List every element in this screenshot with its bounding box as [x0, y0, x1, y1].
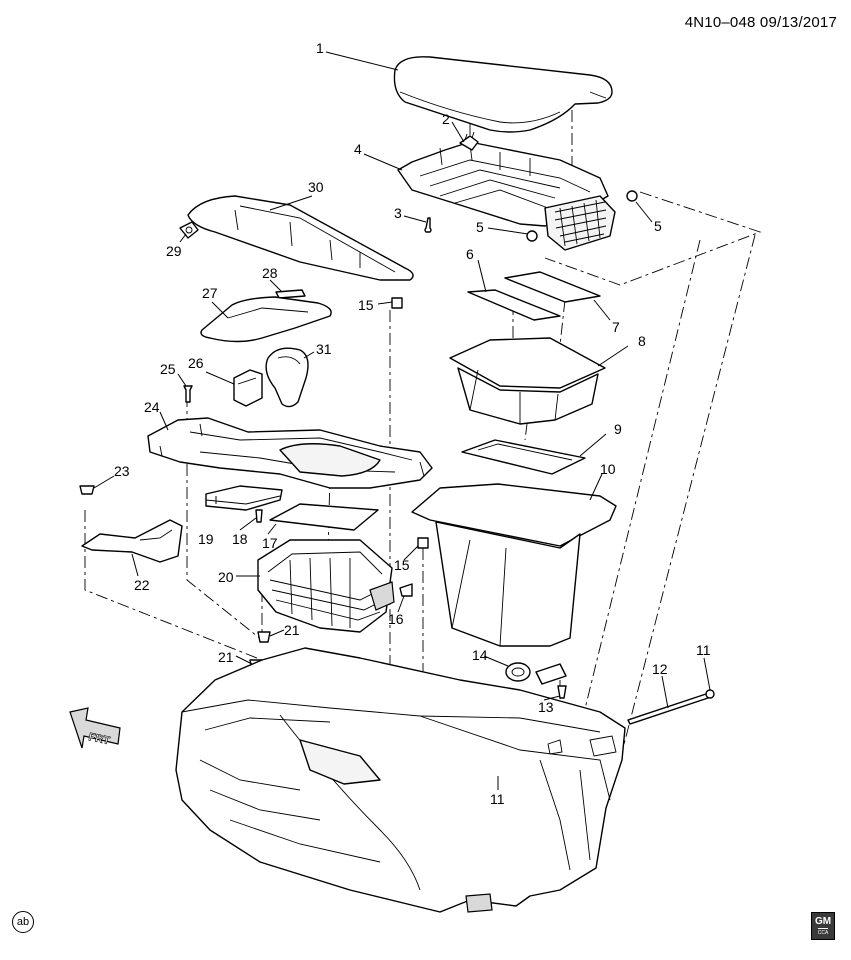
part-rod-12 [627, 693, 709, 725]
gm-logo: GM CCA [811, 912, 835, 940]
callout-28: 28 [262, 265, 278, 281]
callout-13: 13 [538, 699, 554, 715]
part-screw-16 [399, 583, 413, 597]
callout-7: 7 [612, 319, 620, 335]
callout-25: 25 [160, 361, 176, 377]
callout-29: 29 [166, 243, 182, 259]
callout-21-lower: 21 [218, 649, 234, 665]
front-direction-arrow: FRT [69, 707, 121, 749]
callout-23: 23 [114, 463, 130, 479]
callout-24: 24 [144, 399, 160, 415]
callout-22: 22 [134, 577, 150, 593]
callout-26: 26 [188, 355, 204, 371]
callout-20: 20 [218, 569, 234, 585]
part-pin-11-right [705, 689, 715, 699]
callout-12: 12 [652, 661, 668, 677]
callout-21-upper: 21 [284, 622, 300, 638]
callout-27: 27 [202, 285, 218, 301]
leader-lines [93, 51, 711, 790]
part-upper-trim-panel [187, 195, 414, 281]
part-switch-26 [233, 369, 263, 407]
part-bezel-27 [200, 296, 332, 343]
callout-18: 18 [232, 531, 248, 547]
callout-30: 30 [308, 179, 324, 195]
part-screw-3 [424, 217, 432, 233]
callout-19: 19 [198, 531, 214, 547]
callout-5-right: 5 [654, 218, 662, 234]
part-clip-15-lower [417, 537, 429, 549]
part-clip-15-upper [391, 297, 403, 309]
part-screw-18 [255, 509, 263, 523]
part-bracket-22 [81, 519, 183, 563]
callout-2: 2 [442, 111, 450, 127]
part-cover-17 [269, 503, 379, 531]
callout-15-upper: 15 [358, 297, 374, 313]
callout-11-right: 11 [696, 642, 711, 658]
part-storage-bin-8 [449, 337, 606, 425]
callout-4: 4 [354, 141, 362, 157]
callout-1: 1 [316, 40, 324, 56]
part-screw-25 [183, 385, 193, 403]
part-hinge-clip [459, 131, 479, 151]
part-console-tray-24 [147, 417, 433, 489]
part-screw-13 [557, 685, 567, 699]
callout-3: 3 [394, 205, 402, 221]
part-console-bin-10 [411, 483, 617, 647]
callout-16: 16 [388, 611, 404, 627]
part-tray-9 [461, 439, 586, 475]
callout-6: 6 [466, 246, 474, 262]
callout-5-left: 5 [476, 219, 484, 235]
gm-logo-sub: CCA [817, 928, 829, 936]
callout-11-lower: 11 [490, 791, 505, 807]
part-screw-23 [79, 485, 95, 495]
callout-31: 31 [316, 341, 332, 357]
part-armrest-base [397, 141, 638, 251]
part-shift-knob-31 [265, 347, 309, 408]
part-console-base [175, 647, 626, 913]
callout-15-lower: 15 [394, 557, 410, 573]
callout-17: 17 [262, 535, 278, 551]
gm-logo-main: GM [814, 916, 832, 927]
callout-labels: 1 2 3 4 5 5 6 7 8 9 10 11 11 12 13 14 15… [114, 40, 711, 807]
part-nut-21-upper [257, 631, 271, 643]
frt-label: FRT [87, 731, 111, 747]
callout-9: 9 [614, 421, 622, 437]
part-cupholder-20 [257, 539, 395, 633]
callout-14: 14 [472, 647, 488, 663]
part-mat-7 [504, 271, 601, 303]
callout-10: 10 [600, 461, 616, 477]
part-armrest-pad [393, 56, 613, 133]
part-mat-28 [275, 289, 306, 299]
corner-mark-ab: ab [12, 911, 34, 933]
part-power-outlet-14 [505, 662, 567, 685]
diagram-code-date: 4N10–048 09/13/2017 [684, 14, 837, 31]
part-module-19 [205, 485, 283, 511]
callout-8: 8 [638, 333, 646, 349]
